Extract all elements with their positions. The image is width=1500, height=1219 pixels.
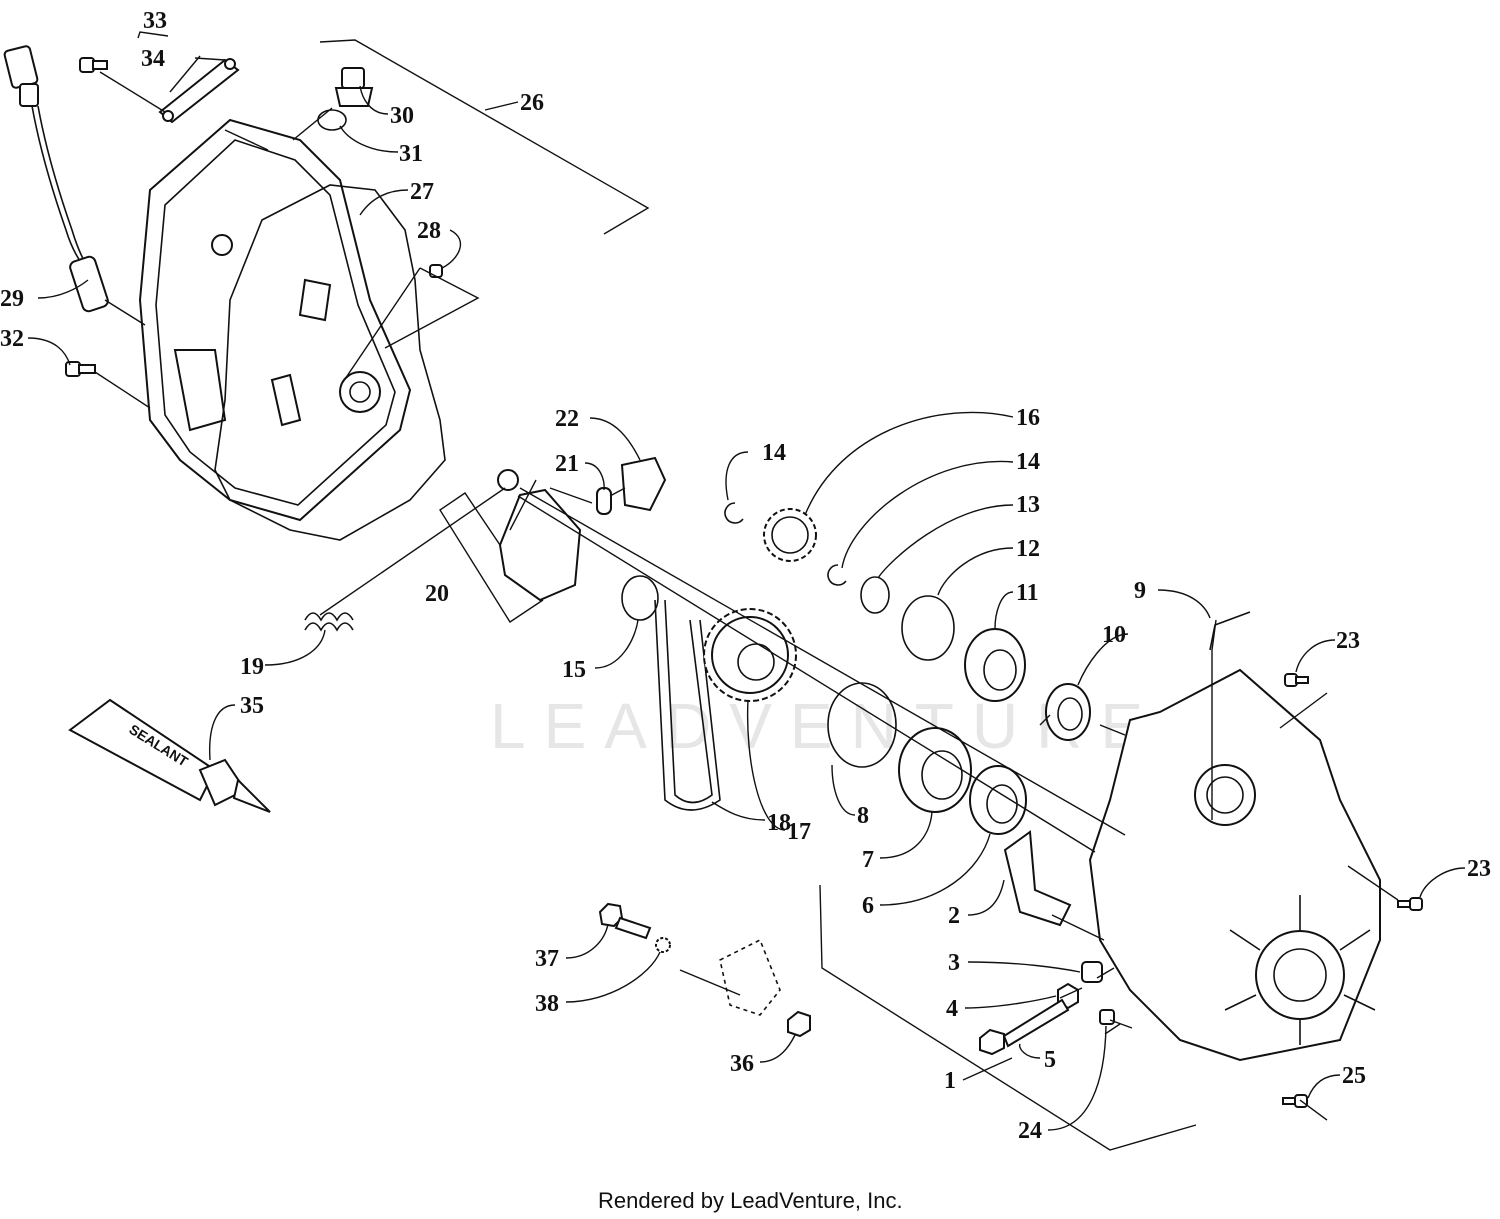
callout-37: 37 [535,946,559,972]
bearing-11 [964,628,1026,702]
callout-5: 5 [1044,1047,1056,1073]
callout-19: 19 [240,654,264,680]
bolt-5 [979,998,1070,1056]
bearing-7 [898,727,972,813]
gasket [214,184,446,541]
callout-21: 21 [555,451,579,477]
callout-26: 26 [520,90,544,116]
callout-36: 36 [730,1051,754,1077]
callout-15: 15 [562,657,586,683]
bracket-2 [1003,830,1072,927]
o-ring-31 [317,109,347,131]
ring-12 [901,595,955,661]
callout-30: 30 [390,103,414,129]
sealant-tube: SEALANT [68,698,271,813]
callout-10: 10 [1102,622,1126,648]
callout-23a: 23 [1336,628,1360,654]
callout-31: 31 [399,141,423,167]
plug-30 [334,67,374,107]
callout-3: 3 [948,950,960,976]
callout-20: 20 [425,581,449,607]
plug-28 [429,264,443,278]
callout-16: 16 [1016,405,1040,431]
seal-10 [1045,683,1091,741]
chain-18 [654,599,721,811]
footer-credit: Rendered by LeadVenture, Inc. [598,1188,903,1213]
plug-24 [1099,1009,1115,1025]
chain-guide [719,938,781,1016]
seal-6 [969,765,1027,835]
callout-6: 6 [862,893,874,919]
callout-29: 29 [0,286,24,312]
callout-27: 27 [410,179,434,205]
parts-artwork: SEALANT [3,45,1423,1108]
spacer-3 [1081,961,1103,983]
screw-32 [65,361,96,377]
callout-23b: 23 [1467,856,1491,882]
wiring-harness [3,45,109,313]
callout-2: 2 [948,903,960,929]
callout-4: 4 [946,996,958,1022]
screw-33 [79,57,108,73]
callout-25: 25 [1342,1063,1366,1089]
screw-23b [1397,897,1423,911]
callout-labels: 33 34 30 31 26 27 28 29 32 22 21 16 14 1… [0,8,1491,1144]
callout-38: 38 [535,991,559,1017]
callout-28: 28 [417,218,441,244]
cover-assembly [138,118,412,522]
block-22 [620,456,667,512]
callout-9: 9 [1134,578,1146,604]
hose-9 [1209,611,1251,651]
spring-19 [304,612,354,632]
clip-14a [724,502,744,524]
callout-35: 35 [240,693,264,719]
callout-12: 12 [1016,536,1040,562]
callout-8: 8 [857,803,869,829]
pin-21 [596,487,612,515]
housing-1 [1088,668,1381,1062]
callout-14b: 14 [1016,449,1040,475]
callout-17: 17 [787,819,811,845]
ring-15 [621,575,659,621]
callout-22: 22 [555,406,579,432]
ring-8 [827,682,897,768]
washer-20 [497,469,519,491]
callout-33: 33 [143,8,167,34]
screw-25 [1282,1094,1308,1108]
callout-18: 18 [767,810,791,836]
callout-7: 7 [862,847,874,873]
strap-34 [158,58,240,124]
callout-11: 11 [1016,580,1039,606]
screw-23a [1284,673,1309,687]
callout-24: 24 [1018,1118,1042,1144]
bolt-37 [598,902,652,940]
callout-14a: 14 [762,440,786,466]
watermark: LEADVENTURE [490,690,1161,762]
washer-13 [860,576,890,614]
leader-lines [27,31,1466,1151]
clip-14b [827,564,847,586]
callout-32: 32 [0,326,24,352]
gear-17 [703,608,797,702]
callout-13: 13 [1016,492,1040,518]
bracket-20 [498,488,582,602]
callout-1: 1 [944,1068,956,1094]
nut-36 [787,1010,811,1038]
gear-16 [763,508,817,562]
washer-38 [655,937,671,953]
callout-34: 34 [141,46,165,72]
